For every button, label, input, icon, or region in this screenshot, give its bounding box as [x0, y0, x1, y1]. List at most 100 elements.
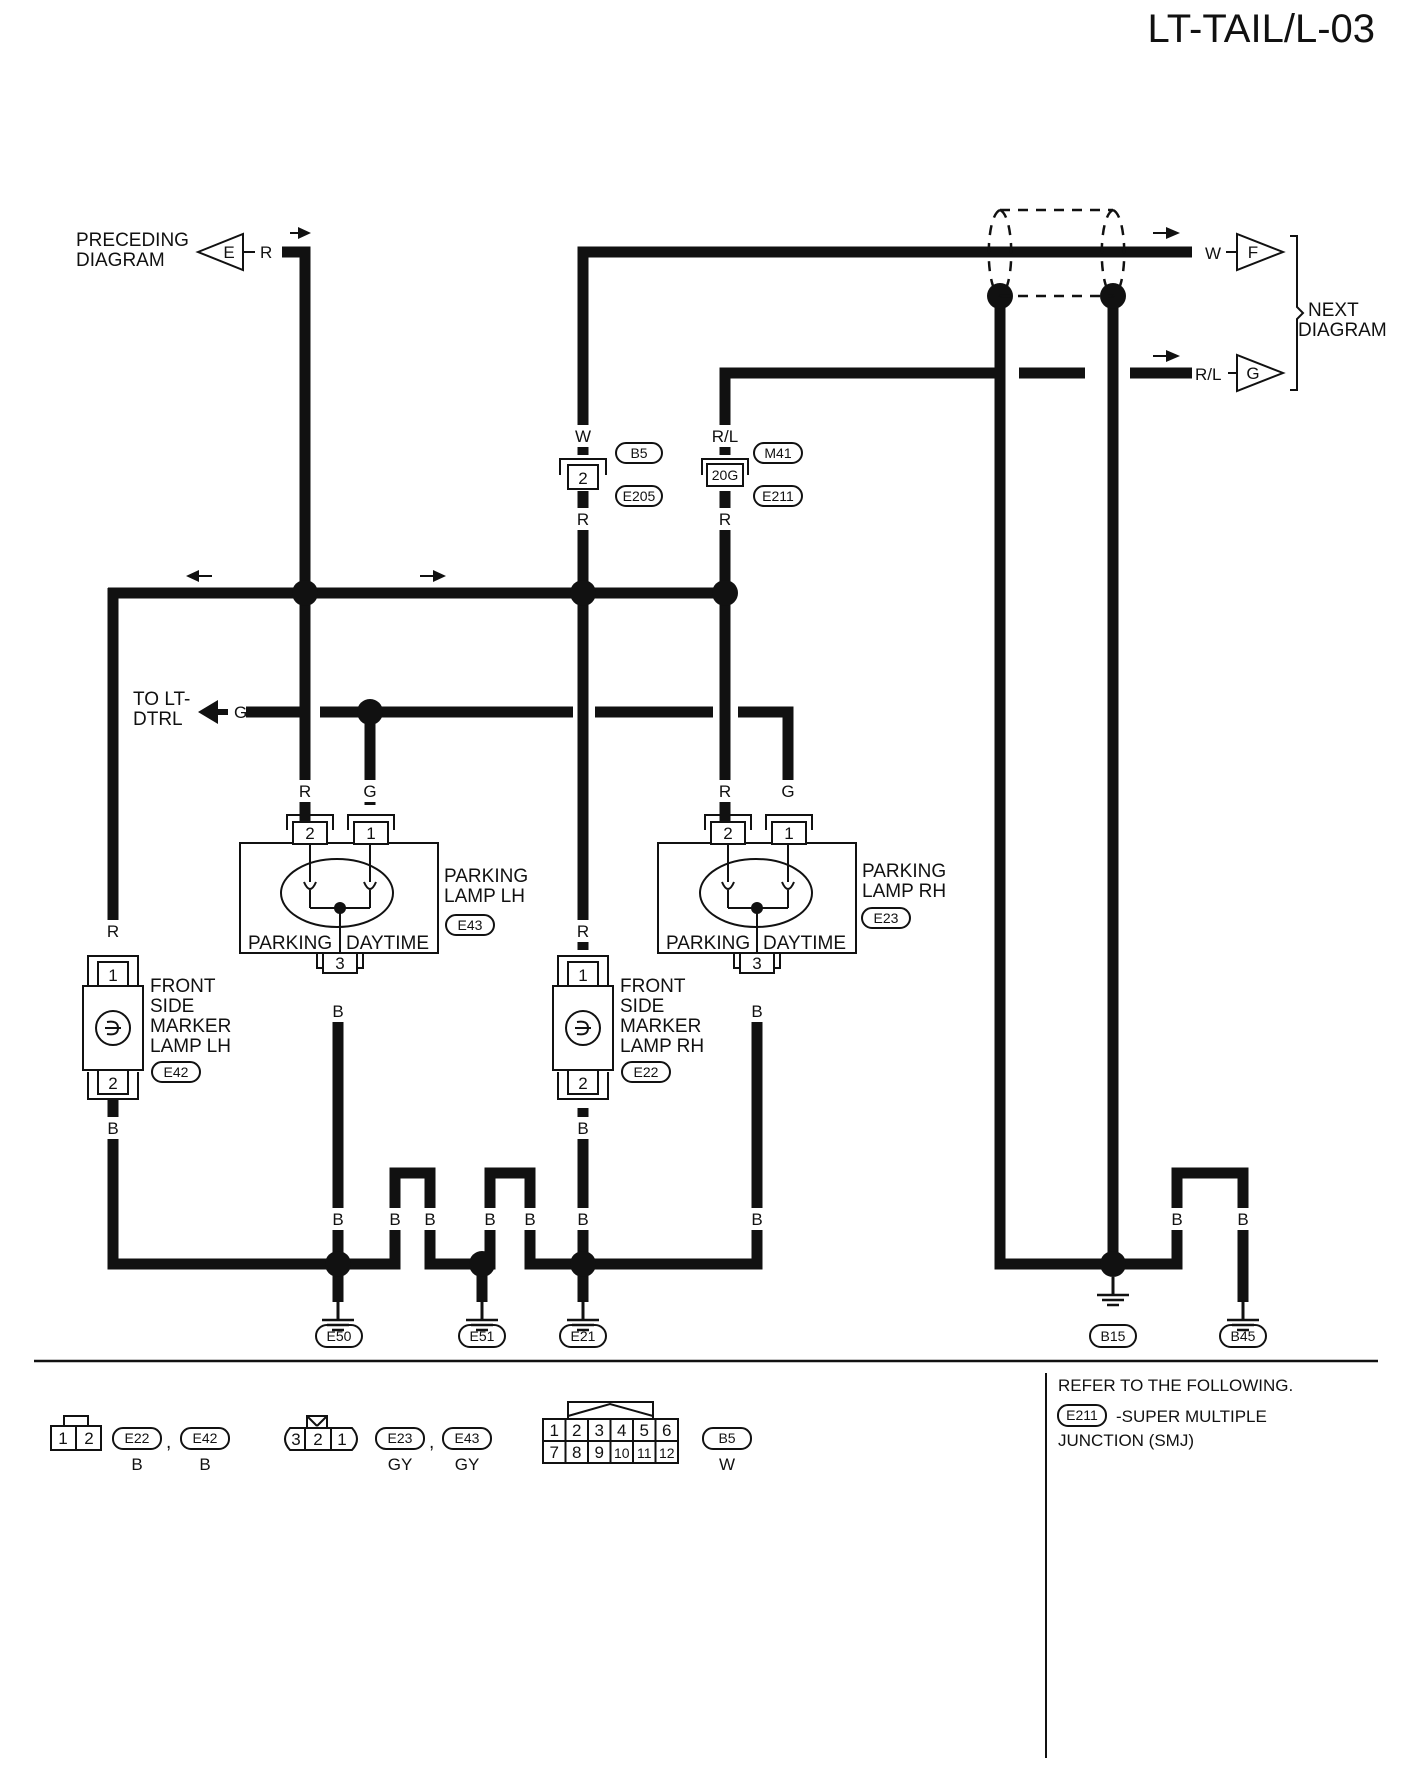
refer-id: E211	[1066, 1407, 1098, 1423]
to-lt-dtrl-line2: DTRL	[133, 709, 183, 730]
connector-e211-id: E211	[762, 488, 794, 504]
legend-b-pin2: 2	[313, 1430, 322, 1449]
wire-color-labels: W R R/L R R G R G R R B B B B B B B B	[104, 425, 1252, 1230]
preceding-label-line1: PRECEDING	[76, 230, 189, 251]
next-label-line2: DIAGRAM	[1298, 320, 1387, 341]
legend-c-id: B5	[718, 1430, 735, 1446]
wire-color-r: R	[299, 782, 311, 801]
marker-rh-name-line1: FRONT	[620, 976, 686, 997]
legend-c-pin: 8	[572, 1443, 581, 1462]
wire-color-b: B	[1171, 1210, 1182, 1229]
parking-rh-pin2: 2	[723, 824, 732, 843]
preceding-connector-id: E	[223, 243, 234, 262]
legend-c-pin: 7	[550, 1443, 559, 1462]
marker-lh-name-line4: LAMP LH	[150, 1036, 231, 1057]
marker-rh-name-line4: LAMP RH	[620, 1036, 704, 1057]
next-label-line1: NEXT	[1308, 300, 1359, 321]
next-connector-g: G	[1246, 364, 1259, 383]
ground-b45-id: B45	[1231, 1328, 1256, 1344]
refer-line2: -SUPER MULTIPLE	[1116, 1407, 1267, 1426]
wire-color-w: W	[575, 427, 591, 446]
connector-m41: 20G M41 E211	[700, 442, 803, 507]
wire-color-b: B	[332, 1002, 343, 1021]
ground-e51-id: E51	[470, 1328, 495, 1344]
wire-color-b: B	[751, 1210, 762, 1229]
parking-rh-daytime-label: DAYTIME	[763, 933, 846, 954]
legend-b-pin1: 1	[337, 1430, 346, 1449]
marker-lh-pin1: 1	[108, 966, 117, 985]
legend-connector-2pin: 1 2 E22 , E42 B B	[50, 1415, 230, 1474]
wire-color-b: B	[424, 1210, 435, 1229]
legend-b-id1: E23	[388, 1430, 413, 1446]
legend-a-pin1: 1	[58, 1429, 67, 1448]
legend-a-pin2: 2	[84, 1429, 93, 1448]
ground-e21-id: E21	[571, 1328, 596, 1344]
ground-e50: E50	[315, 1300, 363, 1348]
ground-b15: B15	[1089, 1275, 1137, 1348]
refer-note: REFER TO THE FOLLOWING. E211 -SUPER MULT…	[1057, 1376, 1293, 1450]
ground-e51: E51	[458, 1300, 506, 1348]
wire-color-r: R	[577, 510, 589, 529]
wire-color-r: R	[719, 782, 731, 801]
direction-arrows	[186, 227, 1180, 582]
wire-color-g: G	[781, 782, 794, 801]
parking-lamp-rh: 2 1 PARKING DAYTIME 3 PARKING LAMP RH E2…	[657, 814, 946, 974]
shield-outline	[987, 208, 1126, 298]
marker-rh-pin1: 1	[578, 966, 587, 985]
refer-line1: REFER TO THE FOLLOWING.	[1058, 1376, 1293, 1395]
parking-lh-pin2: 2	[305, 824, 314, 843]
marker-rh-name-line3: MARKER	[620, 1016, 701, 1037]
connector-m41-id: M41	[764, 445, 791, 461]
connector-e205-id: E205	[623, 488, 656, 504]
parking-lamp-lh: 2 1 PARKING DAYTIME 3 PARKING LAMP LH E4…	[239, 814, 528, 974]
legend-connector-3pin: 3 2 1 E23 , E43 GY GY	[284, 1415, 492, 1474]
connector-b5: 2 B5 E205	[558, 442, 663, 507]
parking-rh-pin3: 3	[752, 954, 761, 973]
wire-color-b: B	[577, 1119, 588, 1138]
legend-b-pin3: 3	[291, 1430, 300, 1449]
legend-c-pin: 2	[572, 1421, 581, 1440]
parking-lh-pin1: 1	[366, 824, 375, 843]
next-diagram-connector: W F R/L G NEXT DIAGRAM	[1195, 232, 1387, 393]
wire-color-r: R	[107, 922, 119, 941]
wire-color-rl: R/L	[1195, 365, 1221, 384]
parking-lh-id: E43	[458, 917, 483, 933]
wire-color-r: R	[577, 922, 589, 941]
wire-color-b: B	[332, 1210, 343, 1229]
legend-c-pin: 5	[640, 1421, 649, 1440]
marker-lh-pin2: 2	[108, 1074, 117, 1093]
legend-a-id2: E42	[193, 1430, 218, 1446]
parking-lh-daytime-label: DAYTIME	[346, 933, 429, 954]
legend-c-pin: 11	[637, 1445, 652, 1461]
parking-rh-name-line1: PARKING	[862, 861, 946, 882]
legend-b-color1: GY	[388, 1455, 413, 1474]
marker-rh-name-line2: SIDE	[620, 996, 664, 1017]
marker-lh-name-line2: SIDE	[150, 996, 194, 1017]
connector-b5-id: B5	[630, 445, 647, 461]
refer-line3: JUNCTION (SMJ)	[1058, 1431, 1194, 1450]
legend-a-color2: B	[199, 1455, 210, 1474]
legend-connector-12pin-labels: B5 W	[702, 1427, 752, 1474]
wire-color-g: G	[234, 703, 247, 722]
parking-rh-id: E23	[874, 910, 899, 926]
preceding-diagram-connector: PRECEDING DIAGRAM E R	[76, 230, 272, 272]
legend-c-pin: 9	[595, 1443, 604, 1462]
connector-b5-pin: 2	[578, 469, 587, 488]
parking-lh-name-line1: PARKING	[444, 866, 528, 887]
marker-rh-id: E22	[634, 1064, 659, 1080]
legend-c-pin: 1	[550, 1421, 559, 1440]
front-side-marker-lamp-rh: 1 2 FRONT SIDE MARKER LAMP RH E22	[550, 950, 704, 1100]
junction-dots	[292, 283, 1126, 1277]
parking-rh-parking-label: PARKING	[666, 933, 750, 954]
legend-a-id1: E22	[125, 1430, 150, 1446]
parking-rh-pin1: 1	[784, 824, 793, 843]
legend-b-sep: ,	[429, 1432, 434, 1453]
front-side-marker-lamp-lh: 1 2 FRONT SIDE MARKER LAMP LH E42	[80, 950, 231, 1100]
ground-b45: B45	[1219, 1300, 1267, 1348]
wire-color-r: R	[719, 510, 731, 529]
ground-b15-id: B15	[1101, 1328, 1126, 1344]
wire-color-b: B	[524, 1210, 535, 1229]
legend-c-pin: 6	[662, 1421, 671, 1440]
